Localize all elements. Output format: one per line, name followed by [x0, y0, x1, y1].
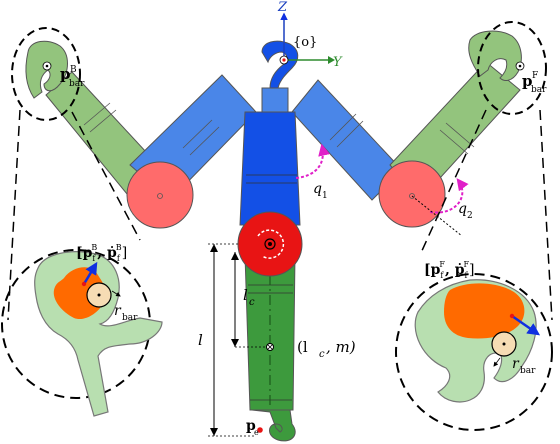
- back-zoom-connector-2: [71, 111, 141, 241]
- front-zoom-connector-2: [539, 109, 553, 321]
- q1-label: q: [313, 181, 322, 197]
- front-zoom-big-circle: [395, 273, 553, 431]
- front-zoom-bar-center: [502, 342, 506, 346]
- pf-b-sub2: f: [117, 254, 121, 263]
- q1-angle-arrow: [295, 143, 330, 179]
- front-zoom-contact-patch: [444, 283, 525, 339]
- pf-b-sub: f: [92, 254, 96, 263]
- back-leg-lower-stripe-1: [83, 102, 111, 126]
- back-leg: [11, 27, 257, 229]
- com-marker-x2: [267, 344, 273, 350]
- pbar-f-sub: bar: [531, 85, 547, 95]
- front-zoom-velocity-arrow: [511, 314, 541, 336]
- com-sub: c: [319, 349, 325, 360]
- front-leg-lower-stripe-1: [439, 129, 469, 155]
- central-body: [237, 40, 303, 442]
- origin-label: {o}: [293, 35, 317, 50]
- dimensions: [208, 243, 266, 437]
- pf-f-sup2: F: [463, 260, 469, 269]
- pf-f-end: ]: [469, 262, 474, 278]
- end-point: [257, 427, 263, 433]
- top-neck: [261, 87, 289, 113]
- front-zoom-detail: [395, 273, 553, 431]
- front-bar-point-dot: [518, 64, 522, 68]
- pbar-f-sup: F: [532, 71, 538, 81]
- front-zoom-connector-1: [419, 109, 487, 256]
- back-zoom-detail: [1, 249, 163, 417]
- rbar-b-sub: bar: [122, 313, 138, 323]
- front-foot: [468, 30, 522, 81]
- back-zoom-contact-point: [81, 281, 87, 287]
- origin-frame: [279, 12, 335, 65]
- pbar-b-label: p: [60, 65, 71, 83]
- front-leg: [291, 21, 547, 228]
- back-zoom-bar-center: [97, 293, 101, 297]
- q2-label: q: [458, 201, 467, 217]
- back-zoom-connector-1: [7, 109, 21, 321]
- pf-b-label: [pfB, ṗfB]: [76, 243, 127, 263]
- front-knee-center: [409, 193, 415, 199]
- front-leg-upper-stripe-1: [329, 113, 357, 141]
- front-zoom-rbar-tick: [493, 357, 501, 367]
- rbar-b-label: r: [114, 303, 122, 319]
- end-point-label: p: [246, 418, 256, 434]
- front-leg-lower-stripe-2: [445, 122, 475, 148]
- pf-f-label: [pfF, ṗfF]: [424, 260, 475, 280]
- pf-b-end: ]: [122, 245, 127, 261]
- back-knee-joint: [126, 161, 194, 229]
- rbar-f-sub: bar: [520, 366, 536, 376]
- front-leg-upper-stripe-2: [336, 120, 364, 148]
- pf-b-mid: , ṗ: [97, 245, 117, 261]
- origin-dot: [282, 58, 286, 62]
- l-dim-top-arrow: [210, 244, 218, 252]
- main-joint-rotation-arrow: [257, 229, 285, 259]
- back-zoom-rbar-tick: [111, 290, 121, 297]
- lc-dim-bottom-arrow: [231, 339, 239, 347]
- l-label: l: [198, 331, 203, 349]
- y-axis-label: Y: [333, 55, 343, 70]
- back-leg-upper-stripe-2: [189, 126, 220, 156]
- q1-sub: 1: [322, 191, 328, 201]
- back-knee-center: [157, 193, 163, 199]
- y-axis-head: [328, 56, 335, 64]
- com-label: (l: [297, 338, 308, 356]
- back-leg-upper-stripe-1: [182, 119, 213, 149]
- pf-f-sup: F: [439, 260, 445, 269]
- blue-body: [239, 111, 301, 226]
- pf-f-sub2: f: [465, 271, 469, 280]
- main-joint-center-dot: [268, 242, 272, 246]
- front-zoom-small-circle: [477, 21, 547, 115]
- rbar-f-label: r: [512, 356, 520, 372]
- lc-dim-top-arrow: [231, 252, 239, 260]
- bottom-hook: [251, 409, 296, 442]
- back-bar-point-dot: [45, 64, 49, 68]
- pf-f-mid: , ṗ: [445, 262, 465, 278]
- front-knee-joint: [378, 160, 446, 228]
- pf-f-sub: f: [440, 271, 444, 280]
- pf-b-sup: B: [91, 243, 97, 252]
- com-tail: , m): [326, 338, 356, 356]
- pf-b-sup2: B: [116, 243, 122, 252]
- l-dim-bottom-arrow: [210, 428, 218, 436]
- pbar-f-label: p: [522, 72, 533, 90]
- lc-label: l: [243, 286, 248, 304]
- end-point-sub: e: [254, 428, 259, 437]
- q2-angle-arrow: [429, 178, 469, 214]
- main-joint-center-ring: [264, 238, 276, 250]
- pf-b-open: [p: [76, 245, 93, 261]
- lc-sub: c: [249, 297, 255, 308]
- back-zoom-velocity-arrow: [82, 261, 98, 285]
- back-leg-lower-stripe-2: [89, 109, 117, 133]
- z-axis-label: Z: [277, 0, 288, 15]
- pf-f-open: [p: [424, 262, 441, 278]
- q2-sub: 2: [467, 211, 473, 221]
- pbar-b-sup: B: [70, 65, 77, 75]
- pbar-b-sub: bar: [69, 79, 85, 89]
- front-zoom-contact-point: [509, 313, 515, 319]
- back-zoom-small-circle: [11, 27, 81, 121]
